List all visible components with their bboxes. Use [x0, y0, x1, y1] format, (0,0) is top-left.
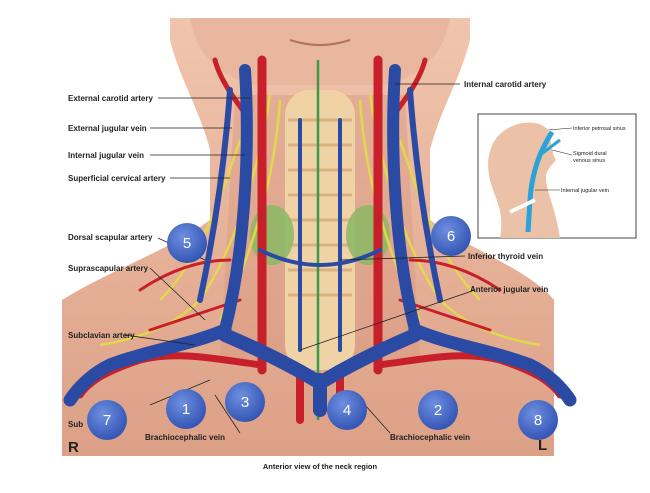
label-anterior-jugular-vein: Anterior jugular vein	[470, 285, 548, 294]
label-brachiocephalic-vein-right-side: Brachiocephalic vein	[145, 433, 225, 442]
label-inferior-thyroid-vein: Inferior thyroid vein	[468, 252, 543, 261]
label-suprascapular-artery: Suprascapular artery	[68, 264, 149, 273]
inset-panel: Inferior petrosal sinus Sigmoid dural ve…	[477, 113, 637, 239]
label-brachiocephalic-vein-left-side: Brachiocephalic vein	[390, 433, 470, 442]
label-external-carotid-artery: External carotid artery	[68, 94, 153, 103]
inset-label-sigmoid-dural-line1: Sigmoid dural	[573, 151, 607, 157]
figure-caption: Anterior view of the neck region	[263, 462, 378, 471]
marker-4-label: 4	[343, 402, 351, 419]
marker-2-label: 2	[434, 402, 442, 419]
marker-5-label: 5	[183, 235, 191, 252]
marker-5[interactable]: 5	[167, 223, 207, 263]
marker-7-label: 7	[103, 412, 111, 429]
marker-8[interactable]: 8	[518, 400, 558, 440]
marker-8-label: 8	[534, 412, 542, 429]
veins	[63, 64, 577, 417]
right-labels: Internal carotid artery Inferior thyroid…	[464, 80, 548, 294]
label-external-jugular-vein: External jugular vein	[68, 124, 147, 133]
label-subclavian-artery: Subclavian artery	[68, 331, 135, 340]
inset-label-internal-jugular-vein: Internal jugular vein	[561, 188, 609, 194]
marker-7[interactable]: 7	[87, 400, 127, 440]
label-internal-jugular-vein: Internal jugular vein	[68, 151, 144, 160]
label-internal-carotid-artery: Internal carotid artery	[464, 80, 547, 89]
inset-label-inferior-petrosal-sinus: Inferior petrosal sinus	[573, 126, 626, 132]
inset-label-sigmoid-dural-line2: venous sinus	[573, 158, 605, 164]
marker-1[interactable]: 1	[166, 389, 206, 429]
label-superficial-cervical-artery: Superficial cervical artery	[68, 174, 166, 183]
orientation-left: L	[538, 437, 547, 454]
label-sub-truncated: Sub	[68, 420, 83, 429]
marker-3[interactable]: 3	[225, 382, 265, 422]
marker-4[interactable]: 4	[327, 390, 367, 430]
orientation-right: R	[68, 439, 79, 456]
left-labels: External carotid artery External jugular…	[68, 94, 166, 429]
marker-2[interactable]: 2	[418, 390, 458, 430]
marker-6-label: 6	[447, 228, 455, 245]
marker-6[interactable]: 6	[431, 216, 471, 256]
marker-3-label: 3	[241, 394, 249, 411]
marker-1-label: 1	[182, 401, 190, 418]
label-dorsal-scapular-artery: Dorsal scapular artery	[68, 233, 153, 242]
